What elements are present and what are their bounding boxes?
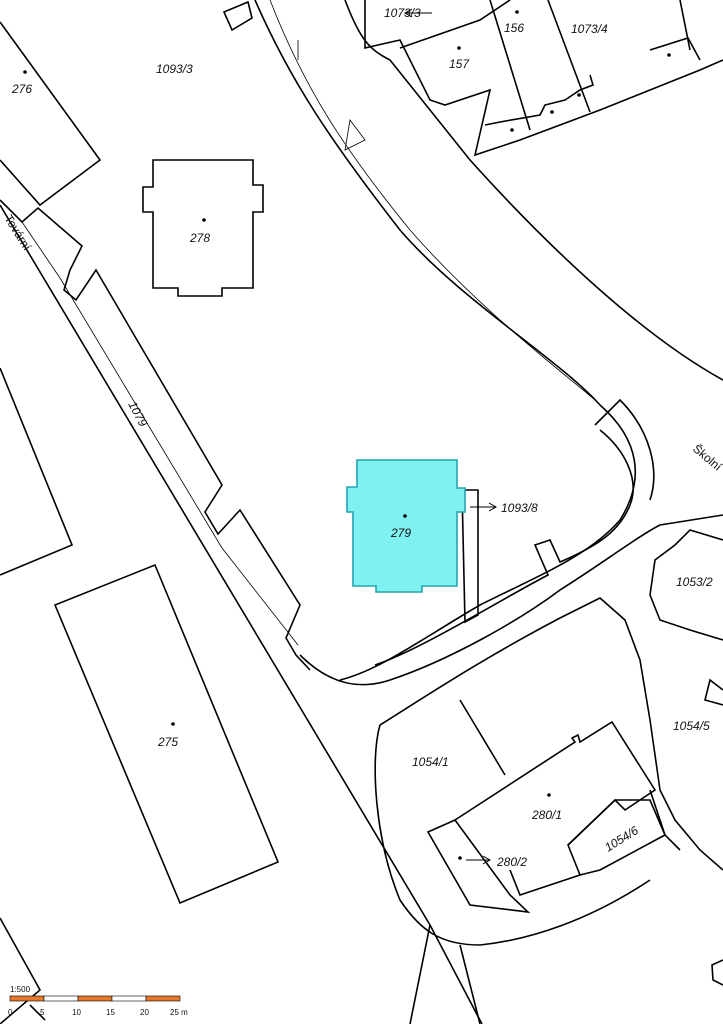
parcel-label: 280/1: [531, 808, 562, 822]
parcel-dot: [667, 53, 671, 57]
building-275: [53, 563, 280, 905]
street-edge: [0, 204, 483, 1024]
parcel-label: 276: [11, 82, 32, 96]
parcel-dot: [171, 722, 175, 726]
road-inner: [269, 0, 596, 401]
arrow-icon: [466, 855, 492, 865]
scale-tick: 10: [72, 1008, 81, 1017]
scale-tick: 15: [106, 1008, 115, 1017]
road-edge: [459, 944, 481, 1024]
parcel-boundary: [484, 74, 594, 126]
parcel-dot: [577, 93, 581, 97]
parcel-dot: [550, 110, 554, 114]
scale-tick: 25 m: [170, 1008, 188, 1017]
parcel-1054-6: [567, 799, 667, 876]
parcel-label: 1073/4: [571, 22, 608, 36]
driveway: [461, 489, 479, 624]
scale-bar: 1:500 0 5 10 15 20 25 m: [8, 985, 188, 1017]
parcel-dot: [510, 128, 514, 132]
parcel-label: 275: [157, 735, 178, 749]
parcel-boundary: [711, 959, 723, 986]
building-278: [142, 159, 264, 297]
road-edge: [374, 429, 634, 666]
parcel-boundary: [459, 699, 506, 776]
road-inner: [297, 40, 366, 151]
parcel-dot: [547, 793, 551, 797]
parcel-label: 278: [189, 231, 210, 245]
street-inner-line: [21, 221, 299, 646]
parcel-label: 1053/2: [676, 575, 713, 589]
parcel-boundary: [649, 529, 723, 641]
parcel-boundary: [0, 367, 74, 576]
parcel-boundary: [0, 917, 42, 1024]
parcel-dot: [457, 46, 461, 50]
scale-tick: 20: [140, 1008, 149, 1017]
parcel-boundary: [547, 0, 591, 113]
parcel-dot: [23, 70, 27, 74]
road-edge: [254, 0, 637, 681]
parcel-label: 1054/6: [602, 823, 641, 854]
parcel-label: 1093/3: [156, 62, 193, 76]
building-280-2: [426, 819, 531, 914]
parcel-label: 1093/8: [501, 501, 538, 515]
road-edge: [594, 398, 655, 501]
parcel-label: 156: [504, 21, 524, 35]
building-276-top: [0, 21, 102, 207]
parcel-boundary: [679, 0, 691, 51]
street-edge: [0, 199, 311, 671]
street-label-skolni: Školní: [690, 441, 723, 474]
parcel-boundary: [222, 0, 253, 32]
scale-tick: 0: [8, 1008, 13, 1017]
parcel-boundary: [649, 789, 681, 851]
parcel-dot: [202, 218, 206, 222]
parcel-label: 279: [390, 526, 411, 540]
parcel-dot: [403, 514, 407, 518]
parcel-label: 1079: [125, 399, 150, 429]
scale-ratio: 1:500: [10, 985, 31, 994]
road-edge: [344, 0, 723, 381]
parcel-boundary: [649, 37, 701, 61]
parcel-label: 157: [449, 57, 470, 71]
parcel-boundary: [704, 678, 723, 706]
road-edge: [299, 514, 723, 686]
parcel-label: 280/2: [496, 855, 527, 869]
scale-tick: 5: [40, 1008, 45, 1017]
parcel-dot: [515, 10, 519, 14]
parcel-label: 1054/5: [673, 719, 710, 733]
road-edge: [409, 924, 431, 1024]
arrow-icon: [403, 8, 432, 18]
parcel-1054-1: [379, 597, 723, 871]
parcel-label: 1073/3: [384, 6, 421, 20]
arrow-icon: [470, 502, 498, 512]
parcel-boundary: [364, 0, 723, 157]
parcel-boundary: [374, 724, 651, 946]
building-279-highlight[interactable]: [346, 459, 466, 593]
parcel-boundary: [29, 1004, 46, 1021]
parcel-boundary: [399, 0, 511, 49]
parcel-label: 1054/1: [412, 755, 449, 769]
parcel-boundary: [489, 0, 531, 131]
parcel-dot: [458, 856, 462, 860]
